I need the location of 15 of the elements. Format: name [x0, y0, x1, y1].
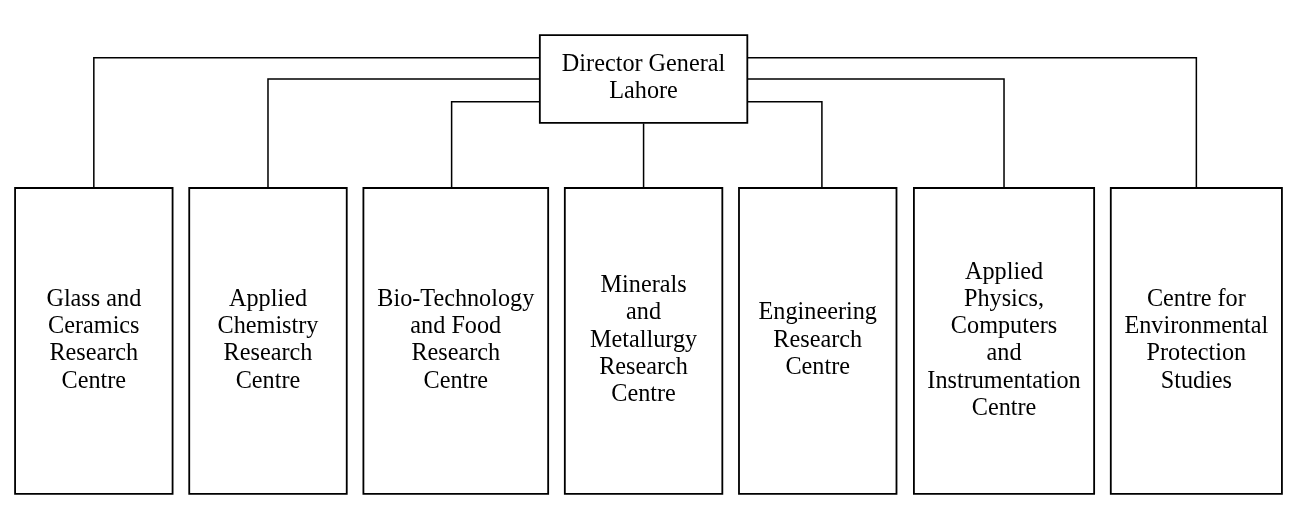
node-box: Glass and Ceramics Research Centre [14, 187, 174, 495]
connector [93, 57, 541, 189]
connector [642, 122, 645, 189]
connector [747, 100, 823, 189]
node-box: Engineering Research Centre [738, 187, 898, 495]
node-box: Director General Lahore [538, 34, 749, 124]
connector [450, 100, 541, 189]
connector [267, 78, 541, 189]
node-box: Bio-Technology and Food Research Centre [362, 187, 550, 495]
connector [746, 57, 1198, 189]
node-box: Applied Physics, Computers and Instrumentation Centre [913, 187, 1096, 495]
node-box: Centre for Environmental Protection Studies [1109, 187, 1283, 495]
node-box: Minerals and Metallurgy Research Centre [563, 187, 724, 495]
connector [746, 78, 1005, 189]
node-box: Applied Chemistry Research Centre [188, 187, 348, 495]
